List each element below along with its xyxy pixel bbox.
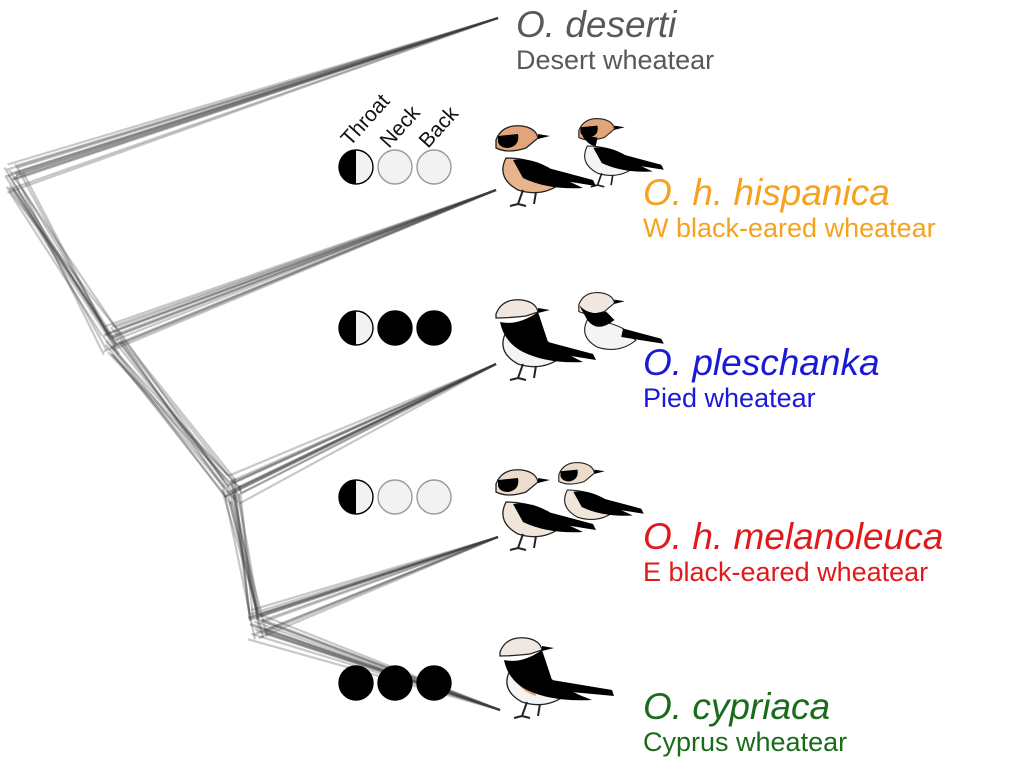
- common-name: Pied wheatear: [643, 383, 880, 413]
- trait-circle-throat: [339, 150, 373, 184]
- trait-circle-back: [417, 666, 451, 700]
- tree-line: [241, 364, 496, 493]
- trait-circle-throat: [339, 666, 373, 700]
- trait-circle-neck: [378, 666, 412, 700]
- common-name: W black-eared wheatear: [643, 213, 936, 243]
- tree-line: [248, 639, 500, 710]
- common-name: Cyprus wheatear: [643, 727, 847, 757]
- tree-line: [17, 189, 106, 350]
- tree-line: [9, 192, 102, 336]
- trait-circle-throat: [339, 480, 373, 514]
- two-pied-wheatear-icon: [496, 293, 664, 380]
- branch-melanoleuca: [248, 537, 498, 638]
- tree-line: [256, 613, 500, 710]
- taxon-label-deserti: O. deserti Desert wheatear: [516, 4, 714, 76]
- trait-circle-back: [417, 480, 451, 514]
- single-cyprus-wheatear-icon: [500, 638, 614, 718]
- phylogenetic-tree: [4, 18, 500, 710]
- branch-internal-2: [103, 327, 241, 504]
- taxon-label-cypriaca: O. cypriaca Cyprus wheatear: [643, 686, 847, 758]
- tree-line: [255, 629, 500, 710]
- trait-headers: Throat Neck Back: [337, 90, 464, 153]
- two-pale-wheatear-icon: [496, 463, 644, 550]
- scientific-name: O. h. melanoleuca: [643, 516, 943, 557]
- two-orange-wheatear-icon: [496, 119, 664, 206]
- taxon-label-pleschanka: O. pleschanka Pied wheatear: [643, 342, 880, 414]
- trait-circle-back: [417, 150, 451, 184]
- scientific-name: O. pleschanka: [643, 342, 880, 383]
- taxon-label-hispanica: O. h. hispanica W black-eared wheatear: [643, 172, 936, 244]
- trait-circle-neck: [378, 150, 412, 184]
- scientific-name: O. h. hispanica: [643, 172, 936, 213]
- common-name: E black-eared wheatear: [643, 557, 943, 587]
- tree-line: [120, 342, 224, 480]
- trait-header-back: Back: [415, 102, 464, 152]
- trait-circle-back: [417, 311, 451, 345]
- scientific-name: O. deserti: [516, 4, 714, 45]
- trait-circle-throat: [339, 311, 373, 345]
- taxon-label-melanoleuca: O. h. melanoleuca E black-eared wheatear: [643, 516, 943, 588]
- trait-circle-neck: [378, 480, 412, 514]
- trait-circle-neck: [378, 311, 412, 345]
- tree-line: [266, 537, 498, 630]
- common-name: Desert wheatear: [516, 45, 714, 75]
- scientific-name: O. cypriaca: [643, 686, 847, 727]
- tree-line: [240, 364, 496, 503]
- branch-internal-1: [4, 164, 119, 355]
- tree-line: [260, 537, 498, 623]
